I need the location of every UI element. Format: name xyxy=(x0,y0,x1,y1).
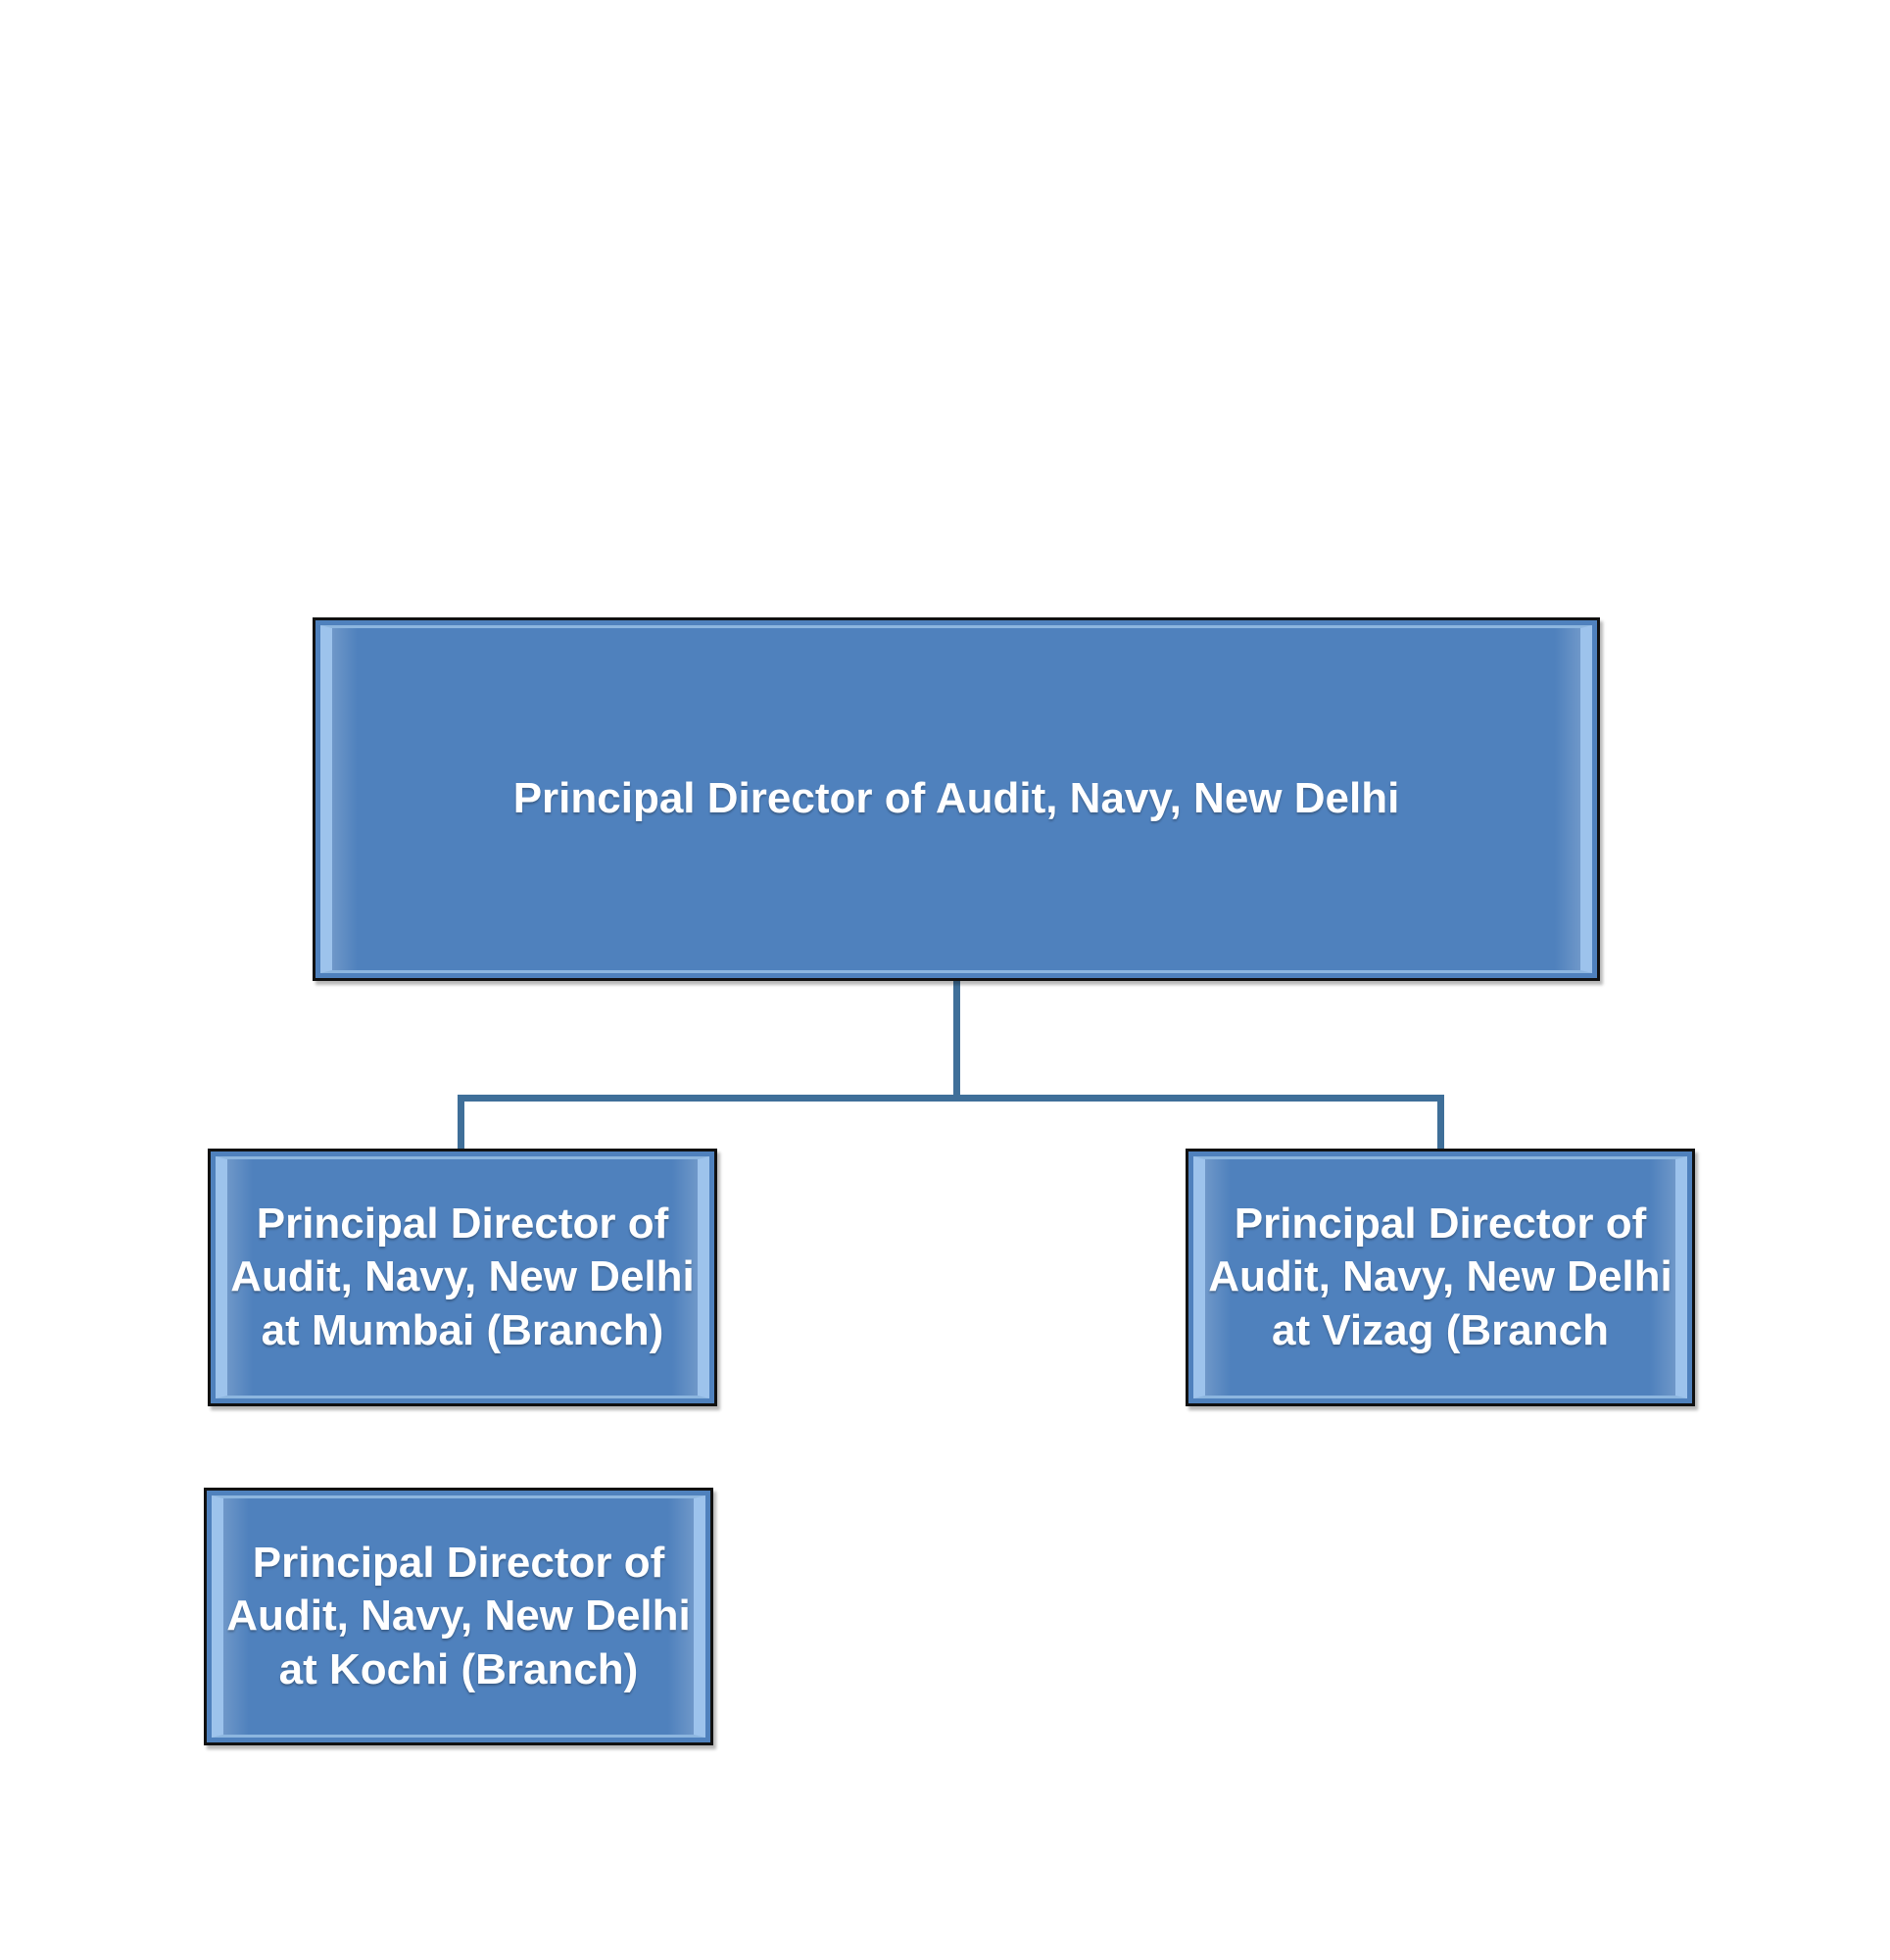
kochi-branch-node-label: Principal Director of Audit, Navy, New D… xyxy=(226,1538,691,1693)
root-stem-connector xyxy=(953,981,960,1098)
mumbai-drop-connector xyxy=(458,1095,464,1151)
vizag-branch-node-label: Principal Director of Audit, Navy, New D… xyxy=(1208,1199,1672,1354)
root-org-node-label: Principal Director of Audit, Navy, New D… xyxy=(512,774,1400,823)
mumbai-branch-node-label: Principal Director of Audit, Navy, New D… xyxy=(230,1199,695,1354)
mumbai-branch-node: Principal Director of Audit, Navy, New D… xyxy=(208,1149,717,1406)
vizag-branch-node: Principal Director of Audit, Navy, New D… xyxy=(1186,1149,1695,1406)
branch-horizontal-connector xyxy=(458,1095,1444,1102)
vizag-drop-connector xyxy=(1437,1095,1444,1151)
root-org-node: Principal Director of Audit, Navy, New D… xyxy=(313,617,1600,981)
kochi-branch-node: Principal Director of Audit, Navy, New D… xyxy=(204,1488,713,1745)
